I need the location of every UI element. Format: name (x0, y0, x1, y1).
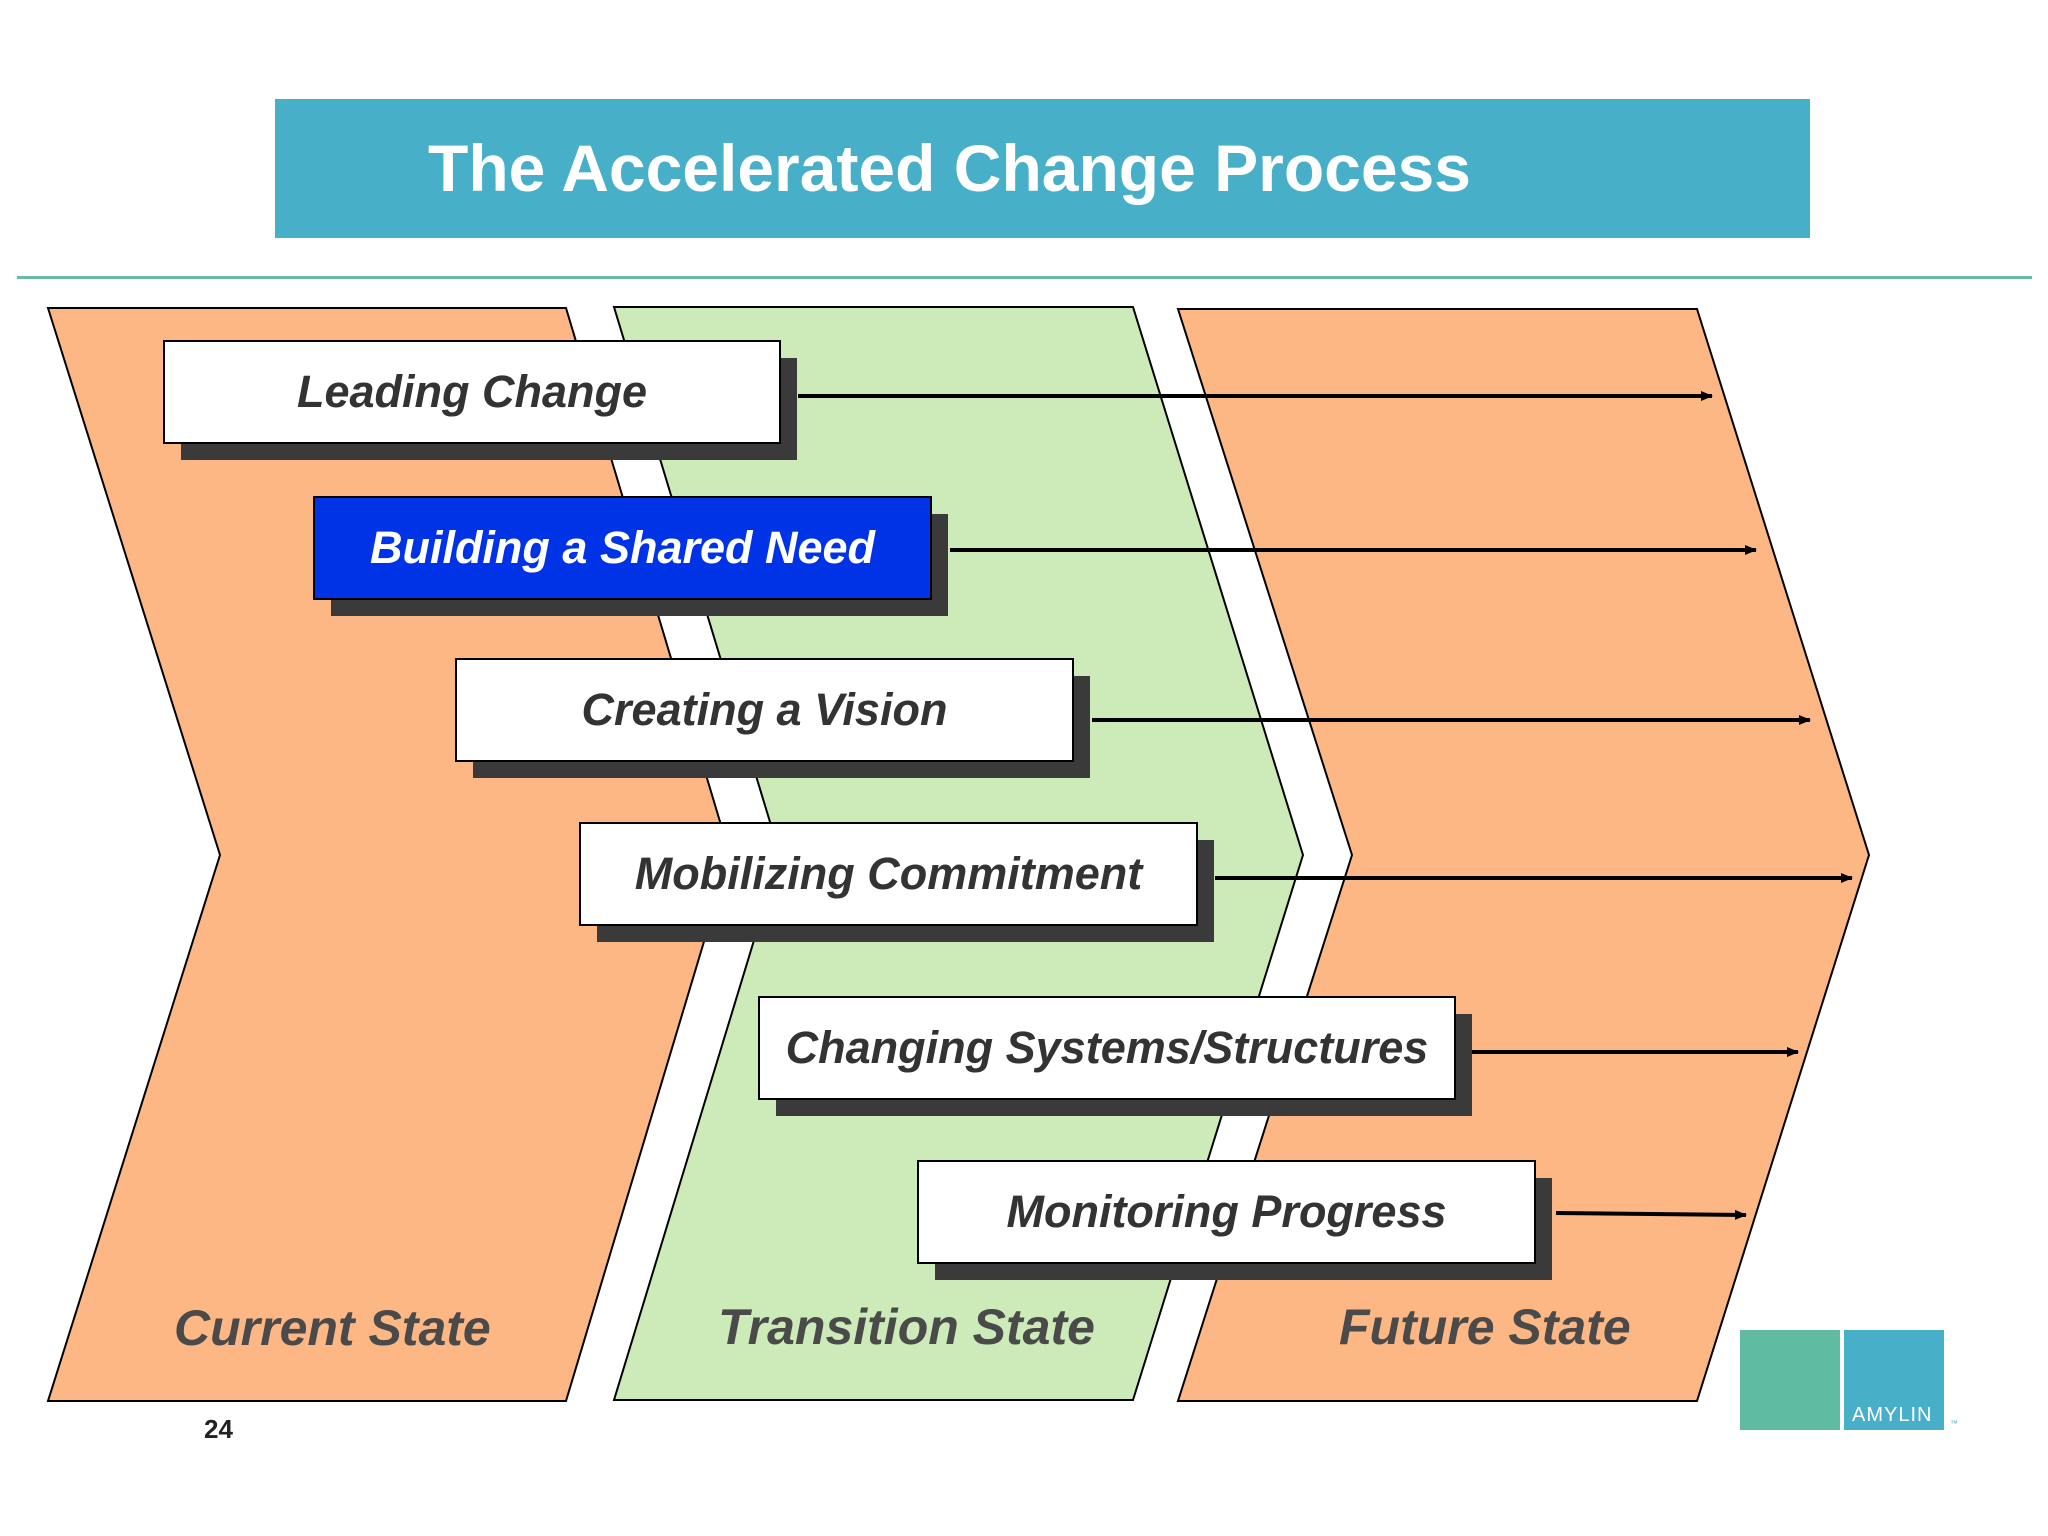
transition-state-label: Transition State (718, 1299, 1095, 1355)
divider-rule (17, 276, 2032, 279)
arrow-monitoring-progress (1555, 1209, 1747, 1220)
logo-square-right (1844, 1330, 1944, 1430)
step-mobilizing-commitment: Mobilizing Commitment (579, 822, 1198, 926)
step-monitoring-progress: Monitoring Progress (917, 1160, 1536, 1264)
future-state-chevron (1176, 308, 1871, 1402)
step-label: Mobilizing Commitment (634, 848, 1143, 899)
step-label: Creating a Vision (581, 684, 948, 735)
step-label: Building a Shared Need (369, 522, 876, 573)
step-creating-vision: Creating a Vision (455, 658, 1074, 762)
logo-square-left (1740, 1330, 1840, 1430)
step-changing-systems: Changing Systems/Structures (758, 996, 1456, 1100)
page-number: 24 (204, 1414, 233, 1444)
amylin-logo: AMYLIN ™ (1740, 1330, 1962, 1432)
title-bar: The Accelerated Change Process (275, 99, 1810, 238)
step-building-shared-need: Building a Shared Need (313, 496, 932, 600)
current-state-label: Current State (174, 1300, 491, 1356)
future-state-label: Future State (1339, 1299, 1631, 1355)
step-leading-change: Leading Change (163, 340, 781, 444)
step-label: Monitoring Progress (1006, 1186, 1447, 1237)
step-label: Leading Change (296, 366, 648, 417)
logo-text: AMYLIN (1852, 1404, 1933, 1426)
logo-trademark: ™ (1950, 1419, 1958, 1428)
step-label: Changing Systems/Structures (785, 1022, 1429, 1073)
slide-title: The Accelerated Change Process (428, 131, 1471, 205)
